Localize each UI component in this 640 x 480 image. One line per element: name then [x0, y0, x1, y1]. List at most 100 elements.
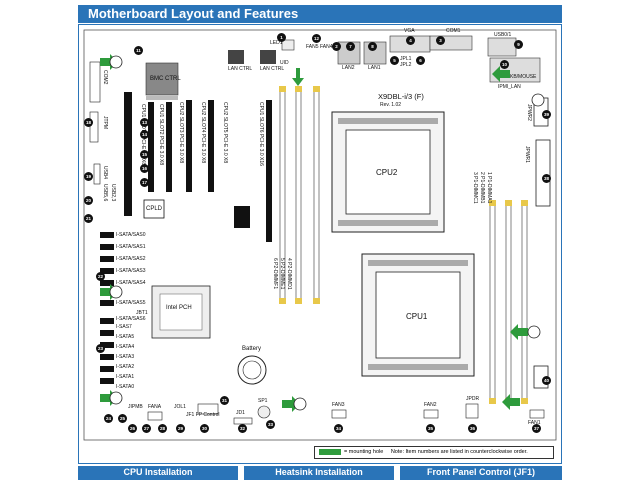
pcie-slot-2 [148, 102, 154, 192]
com2-label: COM2 [102, 70, 108, 85]
board-revision: Rev. 1.02 [380, 102, 402, 108]
callout-badge-26: 26 [128, 424, 137, 433]
jd1-label: JD1 [236, 410, 245, 416]
callout-badge-11: 11 [134, 46, 143, 55]
callout-badge-9: 9 [514, 40, 523, 49]
jf1-label: JF1 FP Control [186, 412, 220, 418]
sata-label-11: I-SATA2 [116, 364, 135, 370]
dimm-label-c1: 3 P1-DIMMC1 [472, 172, 478, 204]
callout-badge-15: 15 [140, 150, 149, 159]
dimm-slot-c1 [521, 203, 528, 403]
usb01-label: USB0/1 [494, 32, 512, 38]
sata-label-5: I-SATA/SAS5 [116, 300, 146, 306]
jpwr1-label: JPWR1 [524, 146, 530, 163]
callout-badge-27: 27 [142, 424, 151, 433]
heatsink-installation-tab[interactable]: Heatsink Installation [244, 466, 394, 480]
sata-label-3: I-SATA/SAS3 [116, 268, 146, 274]
tpm-label: JTPM [102, 116, 108, 130]
jpwr2-label: JPWR2 [526, 104, 532, 121]
callout-badge-21: 21 [84, 214, 93, 223]
sata-label-12: I-SATA1 [116, 374, 135, 380]
callout-badge-16: 16 [140, 164, 149, 173]
fan4-label: FAN4 [320, 44, 333, 50]
sata-label-8: I-SATA5 [116, 334, 135, 340]
pcie-slot-6 [266, 100, 272, 242]
callout-badge-3: 3 [436, 36, 445, 45]
slot-label-3: CPU2 SLOT3 PCI-E 3.0 X8 [178, 102, 184, 164]
callout-badge-22: 22 [96, 272, 105, 281]
callout-badge-35: 35 [426, 424, 435, 433]
slot-label-6: CPU1 SLOT6 PCI-E 3.0 X16 [258, 102, 264, 166]
fan2-label: FAN2 [424, 402, 437, 408]
dimm-label-d1: 4 P2-DIMMD1 [286, 258, 292, 290]
callout-badge-10: 10 [500, 60, 509, 69]
jpdr-label: JPDR [466, 396, 480, 402]
callout-badge-23: 23 [96, 344, 105, 353]
callout-badge-6: 6 [416, 56, 425, 65]
cpu-installation-tab[interactable]: CPU Installation [78, 466, 238, 480]
callout-badge-8: 8 [368, 42, 377, 51]
lan-ctrl-label-2: LAN CTRL [260, 66, 285, 72]
jpl1-label: JPL1 [400, 56, 412, 62]
callout-badge-4: 4 [406, 36, 415, 45]
sata-label-6: I-SATA/SAS6 [116, 316, 146, 322]
sata-label-10: I-SATA3 [116, 354, 135, 360]
callout-badge-2: 2 [332, 42, 341, 51]
pch-label: Intel PCH [166, 305, 192, 311]
jpwr1-connector [535, 139, 551, 207]
callout-badge-34: 34 [334, 424, 343, 433]
callout-badge-19: 19 [84, 172, 93, 181]
callout-badge-36: 36 [468, 424, 477, 433]
callout-badge-14: 14 [140, 130, 149, 139]
cpld-label: CPLD [146, 206, 163, 212]
dimm-label-f1: 6 P2-DIMMF1 [272, 258, 278, 290]
speaker [257, 405, 271, 419]
callout-badge-39: 39 [542, 110, 551, 119]
battery [237, 355, 267, 385]
cpld-chip [143, 199, 165, 219]
lan-ctrl-chip-1 [228, 50, 244, 64]
sata-label-2: I-SATA/SAS2 [116, 256, 146, 262]
callout-badge-17: 17 [140, 178, 149, 187]
callout-badge-29: 29 [176, 424, 185, 433]
callout-badge-24: 24 [104, 414, 113, 423]
callout-badge-25: 25 [118, 414, 127, 423]
callout-badge-5: 5 [390, 56, 399, 65]
ipmi-lan-label: IPMI_LAN [498, 84, 521, 90]
legend-mounting-text: = mounting hole [344, 449, 384, 455]
callout-badge-37: 37 [532, 424, 541, 433]
jbt1-label: JBT1 [136, 310, 148, 316]
fana-label: FANA [148, 404, 162, 410]
usb01-port [487, 37, 517, 57]
vga-label: VGA [404, 28, 415, 34]
dimm-slot-b1 [505, 203, 512, 403]
dimm-label-a1: 1 P1-DIMMA1 [486, 172, 492, 204]
fan5-label: FAN5 [306, 44, 319, 50]
callout-badge-38: 38 [542, 174, 551, 183]
slot-label-2: CPU1 SLOT2 PCI-E 3.0 X8 [158, 104, 164, 166]
callout-badge-28: 28 [158, 424, 167, 433]
dimm-label-e1: 5 P2-DIMME1 [279, 258, 285, 290]
sata-label-4: I-SATA/SAS4 [116, 280, 146, 286]
sata-label-1: I-SATA/SAS1 [116, 244, 146, 250]
jol1-label: JOL1 [174, 404, 186, 410]
battery-label: Battery [242, 346, 262, 352]
legend-box: = mounting hole Note: Item numbers are l… [314, 446, 554, 459]
sata-label-0: I-SATA/SAS0 [116, 232, 146, 238]
callout-badge-30: 30 [200, 424, 209, 433]
front-panel-control-tab[interactable]: Front Panel Control (JF1) [400, 466, 562, 480]
sata-connectors [100, 232, 114, 384]
jpl2-label: JPL2 [400, 62, 412, 68]
bmc-label: BMC CTRL [150, 76, 181, 82]
callout-badge-1: 1 [277, 33, 286, 42]
usb56-label: USB5,6 [102, 184, 108, 202]
usb4-label: USB4 [102, 166, 108, 180]
led1-indicator [281, 39, 295, 51]
lan-ctrl-label-1: LAN CTRL [228, 66, 253, 72]
callout-badge-32: 32 [238, 424, 247, 433]
sata-label-9: I-SATA4 [116, 344, 135, 350]
dimm-label-b1: 2 P1-DIMMB1 [479, 172, 485, 204]
fan3-label: FAN3 [332, 402, 345, 408]
callout-badge-20: 20 [84, 196, 93, 205]
